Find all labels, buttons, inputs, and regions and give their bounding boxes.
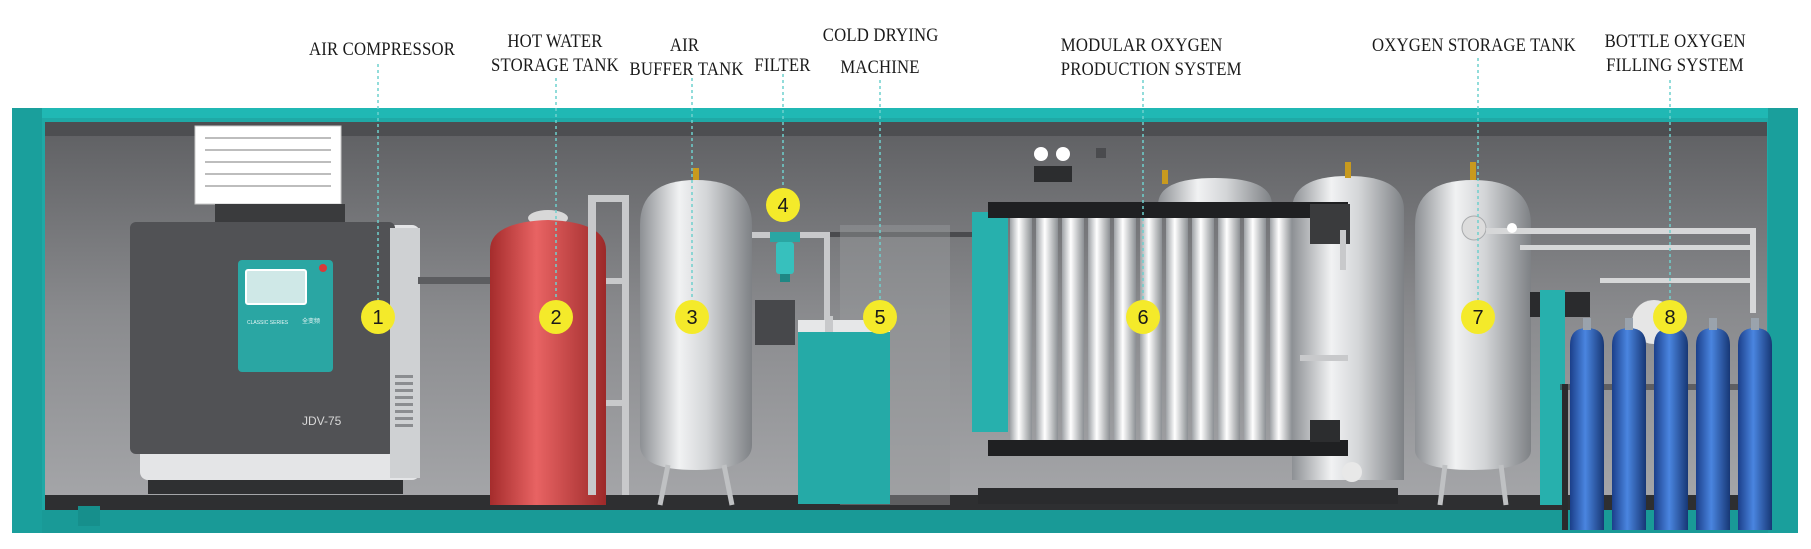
svg-text:5: 5 <box>874 307 885 329</box>
marker-5: 5 <box>863 300 897 334</box>
label-filter: FILTER <box>754 55 811 76</box>
svg-text:2: 2 <box>550 307 561 329</box>
svg-text:8: 8 <box>1664 307 1675 329</box>
filter-unit <box>770 232 1000 322</box>
label-hot-water-storage-tank: HOT WATER STORAGE TANK <box>491 31 619 76</box>
hot-water-storage-tank <box>490 195 629 505</box>
wall-vent <box>194 125 345 226</box>
marker-4: 4 <box>766 188 800 222</box>
marker-3: 3 <box>675 300 709 334</box>
svg-text:1: 1 <box>372 307 383 329</box>
wall-indicator-lights <box>1034 147 1106 182</box>
label-modular-oxygen-production-system: MODULAR OXYGEN PRODUCTION SYSTEM <box>1060 35 1242 80</box>
label-cold-drying-machine: COLD DRYING MACHINE <box>822 25 939 78</box>
marker-6: 6 <box>1126 300 1160 334</box>
svg-text:全变频: 全变频 <box>302 317 320 325</box>
bottle-oxygen-filling-system <box>1486 223 1772 530</box>
label-bottle-oxygen-filling-system: BOTTLE OXYGEN FILLING SYSTEM <box>1604 31 1746 76</box>
label-air-compressor: AIR COMPRESSOR <box>309 39 456 60</box>
compressor-model-text: JDV-75 <box>302 414 342 428</box>
marker-2: 2 <box>539 300 573 334</box>
marker-8: 8 <box>1653 300 1687 334</box>
label-oxygen-storage-tank: OXYGEN STORAGE TANK <box>1372 35 1576 56</box>
air-compressor: CLASSIC SERIES 全变频 JDV-75 <box>130 222 420 494</box>
label-air-buffer-tank: AIR BUFFER TANK <box>629 35 744 80</box>
svg-text:3: 3 <box>686 307 697 329</box>
marker-7: 7 <box>1461 300 1495 334</box>
svg-text:6: 6 <box>1137 307 1148 329</box>
cold-drying-machine <box>798 316 890 504</box>
leader-lines <box>377 58 1671 300</box>
oxygen-storage-tank <box>1415 162 1531 506</box>
oxygen-cylinders <box>1570 318 1772 530</box>
svg-text:4: 4 <box>777 195 788 217</box>
compressor-brand-text: CLASSIC SERIES <box>247 320 289 326</box>
marker-1: 1 <box>361 300 395 334</box>
modular-oxygen-production-system <box>972 162 1404 504</box>
svg-text:7: 7 <box>1472 307 1483 329</box>
